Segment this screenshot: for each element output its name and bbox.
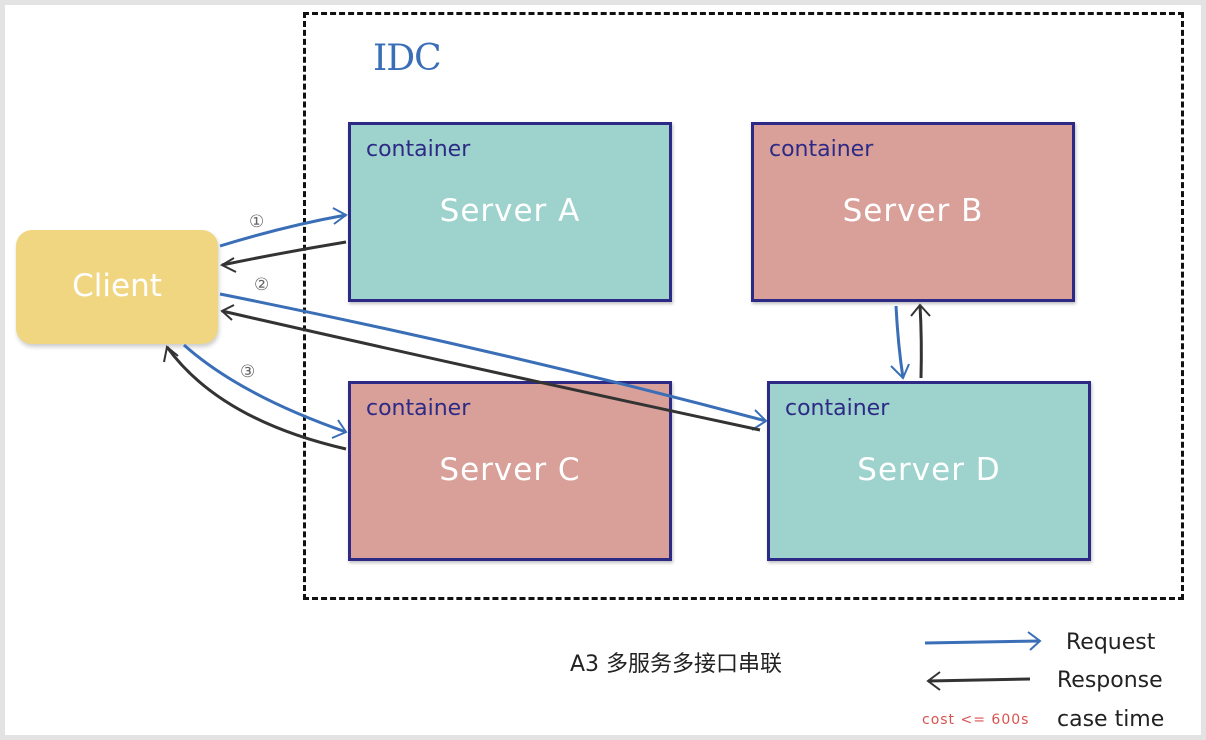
idc-label: IDC bbox=[373, 38, 442, 79]
server-a-container: container Server A bbox=[348, 122, 672, 302]
server-d-container: container Server D bbox=[767, 381, 1091, 561]
step-2-label: ② bbox=[254, 275, 270, 295]
client-node: Client bbox=[16, 230, 218, 344]
server-b-container: container Server B bbox=[751, 122, 1075, 302]
server-c-container: container Server C bbox=[348, 381, 672, 561]
server-c-label: Server C bbox=[439, 452, 581, 488]
server-b-label: Server B bbox=[842, 193, 984, 229]
client-label: Client bbox=[72, 268, 162, 304]
container-label: container bbox=[769, 137, 874, 162]
step-3-label: ③ bbox=[240, 362, 256, 382]
legend-request-label: Request bbox=[1066, 630, 1156, 655]
legend-cost-text: cost <= 600s bbox=[922, 712, 1030, 728]
legend-cost-label: case time bbox=[1057, 707, 1165, 732]
legend-response-label: Response bbox=[1057, 668, 1163, 693]
container-label: container bbox=[366, 396, 471, 421]
server-a-label: Server A bbox=[439, 193, 581, 229]
container-label: container bbox=[366, 137, 471, 162]
step-1-label: ① bbox=[249, 212, 265, 232]
diagram-caption: A3 多服务多接口串联 bbox=[570, 652, 783, 677]
server-d-label: Server D bbox=[857, 452, 1001, 488]
container-label: container bbox=[785, 396, 890, 421]
